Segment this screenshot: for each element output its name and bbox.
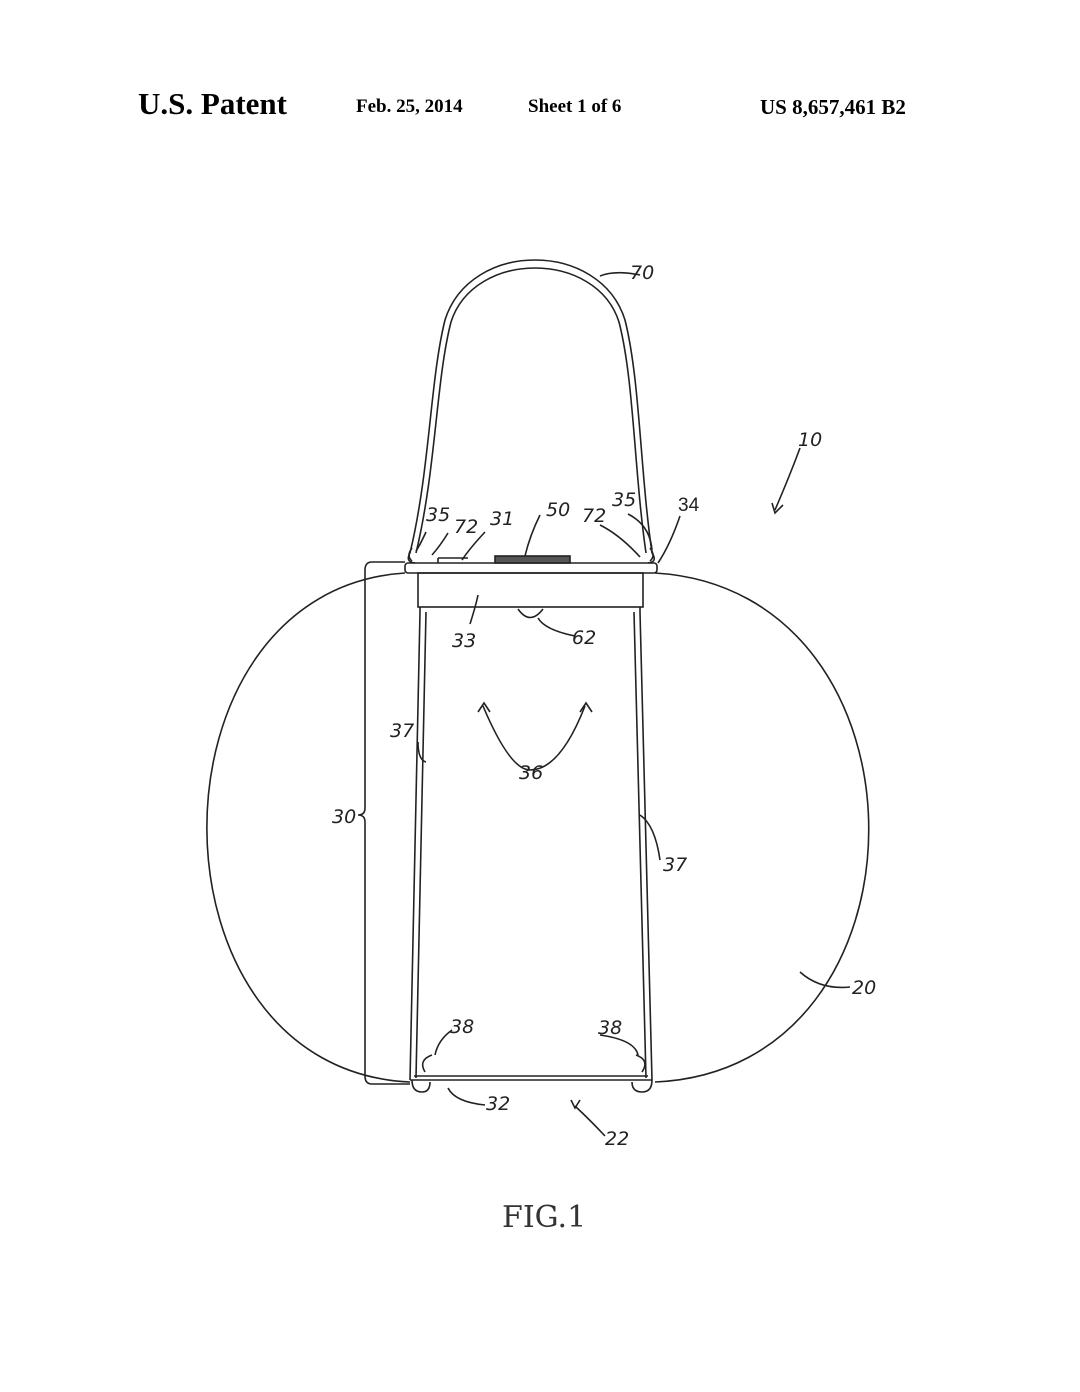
ref-50: 50: [546, 499, 570, 521]
ref-30: 30: [332, 806, 356, 828]
ref-35-right: 35: [612, 489, 636, 511]
patent-title: U.S. Patent: [138, 86, 287, 121]
ellipse-body: [206, 572, 870, 1083]
ref-72-left: 72: [454, 516, 478, 538]
patent-header: U.S. Patent Feb. 25, 2014 Sheet 1 of 6 U…: [0, 86, 1080, 126]
ref-36: 36: [519, 762, 543, 784]
ref-70: 70: [630, 262, 654, 284]
ref-62: 62: [572, 627, 596, 649]
patent-date: Feb. 25, 2014: [356, 96, 463, 117]
ref-20: 20: [852, 977, 876, 999]
ref-32: 32: [486, 1093, 510, 1115]
canister-36: [409, 607, 653, 1081]
sheet-number: Sheet 1 of 6: [528, 96, 622, 117]
ref-31: 31: [490, 508, 514, 530]
handle-70: [409, 259, 653, 554]
ref-38-left: 38: [450, 1016, 474, 1038]
ref-35-left: 35: [426, 504, 450, 526]
ref-37-right: 37: [663, 854, 687, 876]
bracket-30: [357, 561, 410, 1085]
patent-number: US 8,657,461 B2: [760, 95, 906, 119]
ref-22: 22: [605, 1128, 629, 1150]
top-cap-31: [404, 562, 658, 574]
ref-10: 10: [798, 429, 822, 451]
ref-37-left: 37: [390, 720, 414, 742]
solar-panel-50: [494, 555, 571, 564]
ref-33: 33: [452, 630, 476, 652]
ref-72-right: 72: [582, 505, 606, 527]
ref-38-right: 38: [598, 1017, 622, 1039]
figure-caption: FIG.1: [502, 1200, 586, 1235]
ref-34: 34: [678, 495, 700, 516]
